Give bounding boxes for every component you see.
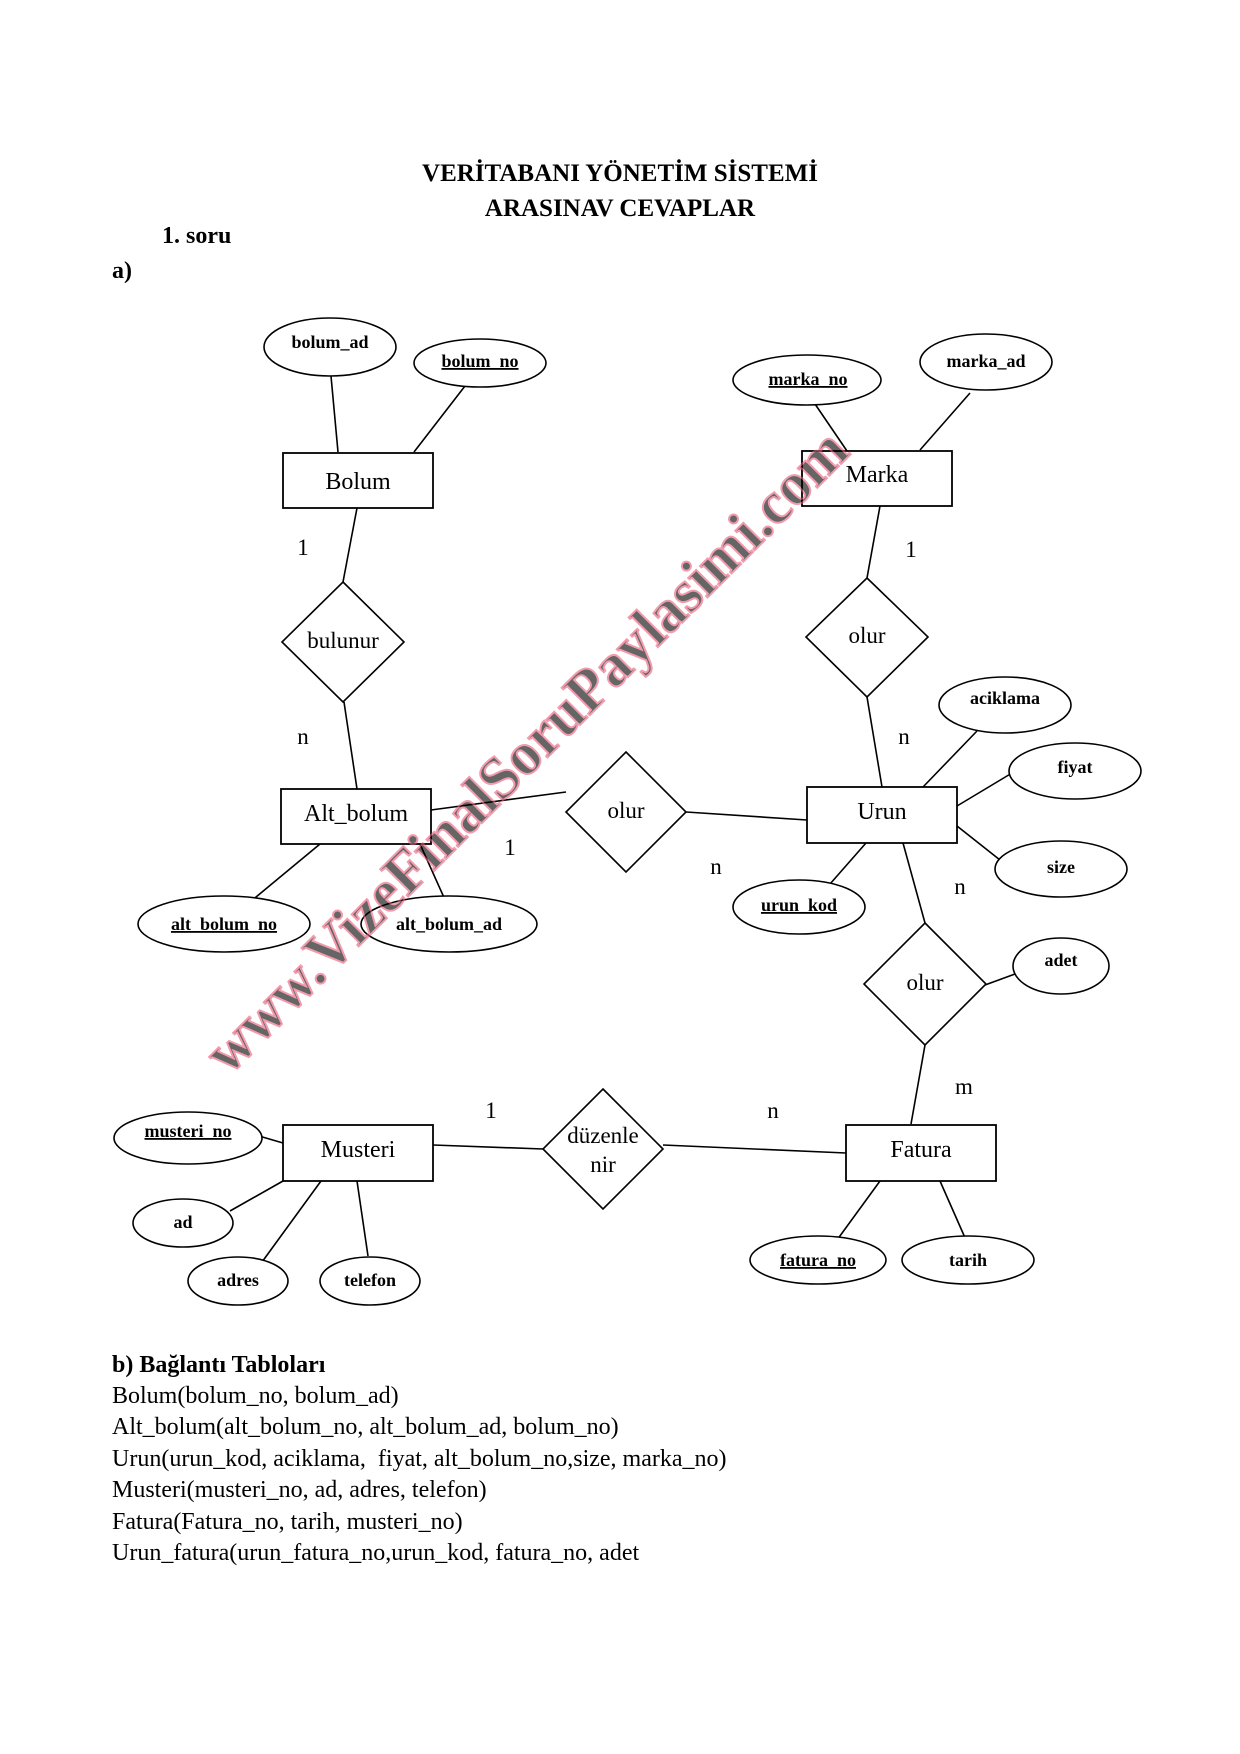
attr-marka-ad: marka_ad	[946, 351, 1025, 371]
watermark-text: www.VizeFinalSoruPaylasimi.com	[191, 416, 861, 1086]
attr-telefon: telefon	[344, 1270, 396, 1290]
entity-bolum-label: Bolum	[325, 469, 391, 495]
attr-musteri-no: musteri_no	[145, 1121, 232, 1141]
card-fatura-n: n	[767, 1098, 779, 1123]
attribute-ovals	[113, 317, 1142, 1306]
relationship-duzenlenir: düzenle nir	[541, 1087, 665, 1211]
attr-alt-bolum-no: alt_bolum_no	[171, 914, 277, 934]
attr-aciklama: aciklama	[970, 688, 1040, 708]
attr-alt-bolum-ad: alt_bolum_ad	[396, 914, 502, 934]
entity-alt-bolum-label: Alt_bolum	[304, 801, 408, 827]
entity-musteri: Musteri	[282, 1124, 434, 1182]
attr-adet: adet	[1045, 950, 1078, 970]
relationship-bulunur: bulunur	[280, 580, 406, 704]
attr-size: size	[1047, 857, 1075, 877]
title-line-2: ARASINAV CEVAPLAR	[484, 195, 756, 222]
question-label: 1. soru	[162, 223, 232, 249]
title-line-1: VERİTABANI YÖNETİM SİSTEMİ	[422, 160, 818, 187]
relationship-olur-marka-urun: olur	[804, 576, 930, 699]
relationship-olur-marka-label: olur	[848, 623, 885, 648]
table-line: Bolum(bolum_no, bolum_ad)	[112, 1383, 399, 1409]
table-line: Musteri(musteri_no, ad, adres, telefon)	[112, 1477, 487, 1504]
entity-urun: Urun	[806, 786, 958, 844]
attr-fiyat: fiyat	[1058, 757, 1093, 777]
cardinality-labels: 1 n 1 n 1 n n m 1 n	[297, 535, 973, 1123]
attr-adres: adres	[217, 1270, 259, 1290]
relationship-olur-alt-label: olur	[607, 798, 644, 823]
relationship-bulunur-label: bulunur	[307, 628, 379, 653]
relationship-olur-fatura-label: olur	[906, 970, 943, 995]
card-bolum-1: 1	[297, 535, 309, 560]
attr-tarih: tarih	[949, 1250, 987, 1270]
entity-musteri-label: Musteri	[321, 1137, 396, 1163]
attr-ad: ad	[173, 1212, 192, 1232]
table-line: Urun_fatura(urun_fatura_no,urun_kod, fat…	[112, 1540, 640, 1567]
card-alt-n: n	[710, 854, 722, 879]
attr-urun-kod: urun_kod	[761, 895, 837, 915]
attribute-labels: bolum_ad bolum_no marka_no marka_ad acik…	[145, 332, 1093, 1290]
table-line: Urun(urun_kod, aciklama, fiyat, alt_bolu…	[112, 1445, 727, 1472]
part-a-label: a)	[112, 258, 132, 284]
relationship-duzenlenir-label-1: düzenle	[567, 1123, 639, 1148]
entity-marka: Marka	[801, 450, 953, 507]
attr-marka-no: marka_no	[768, 369, 847, 389]
relationship-duzenlenir-label-2: nir	[590, 1152, 616, 1177]
entity-marka-label: Marka	[846, 462, 909, 488]
relationship-olur-alt-urun: olur	[564, 750, 688, 874]
card-alt-1: 1	[504, 835, 516, 860]
card-urun-n: n	[954, 874, 966, 899]
card-bolum-n: n	[297, 724, 309, 749]
entity-bolum: Bolum	[282, 452, 434, 509]
card-marka-1: 1	[905, 537, 917, 562]
card-fatura-m: m	[955, 1074, 973, 1099]
er-diagram: Bolum Marka Alt_bolum Urun Musteri Fatur…	[113, 317, 1142, 1306]
relationship-olur-urun-fatura: olur	[862, 921, 988, 1047]
table-line: Alt_bolum(alt_bolum_no, alt_bolum_ad, bo…	[112, 1414, 619, 1441]
card-marka-n: n	[898, 724, 910, 749]
attr-bolum-no: bolum_no	[441, 351, 518, 371]
tables-heading: b) Bağlantı Tabloları	[112, 1352, 326, 1378]
attr-fatura-no: fatura_no	[780, 1250, 856, 1270]
card-musteri-1: 1	[485, 1098, 497, 1123]
entity-urun-label: Urun	[857, 799, 906, 825]
table-line: Fatura(Fatura_no, tarih, musteri_no)	[112, 1508, 463, 1535]
connector-lines	[229, 375, 1016, 1263]
attr-bolum-ad: bolum_ad	[291, 332, 368, 352]
entity-fatura-label: Fatura	[890, 1137, 952, 1163]
entity-alt-bolum: Alt_bolum	[280, 788, 432, 845]
tables-section: b) Bağlantı Tabloları Bolum(bolum_no, bo…	[112, 1350, 727, 1569]
entity-fatura: Fatura	[845, 1124, 997, 1182]
